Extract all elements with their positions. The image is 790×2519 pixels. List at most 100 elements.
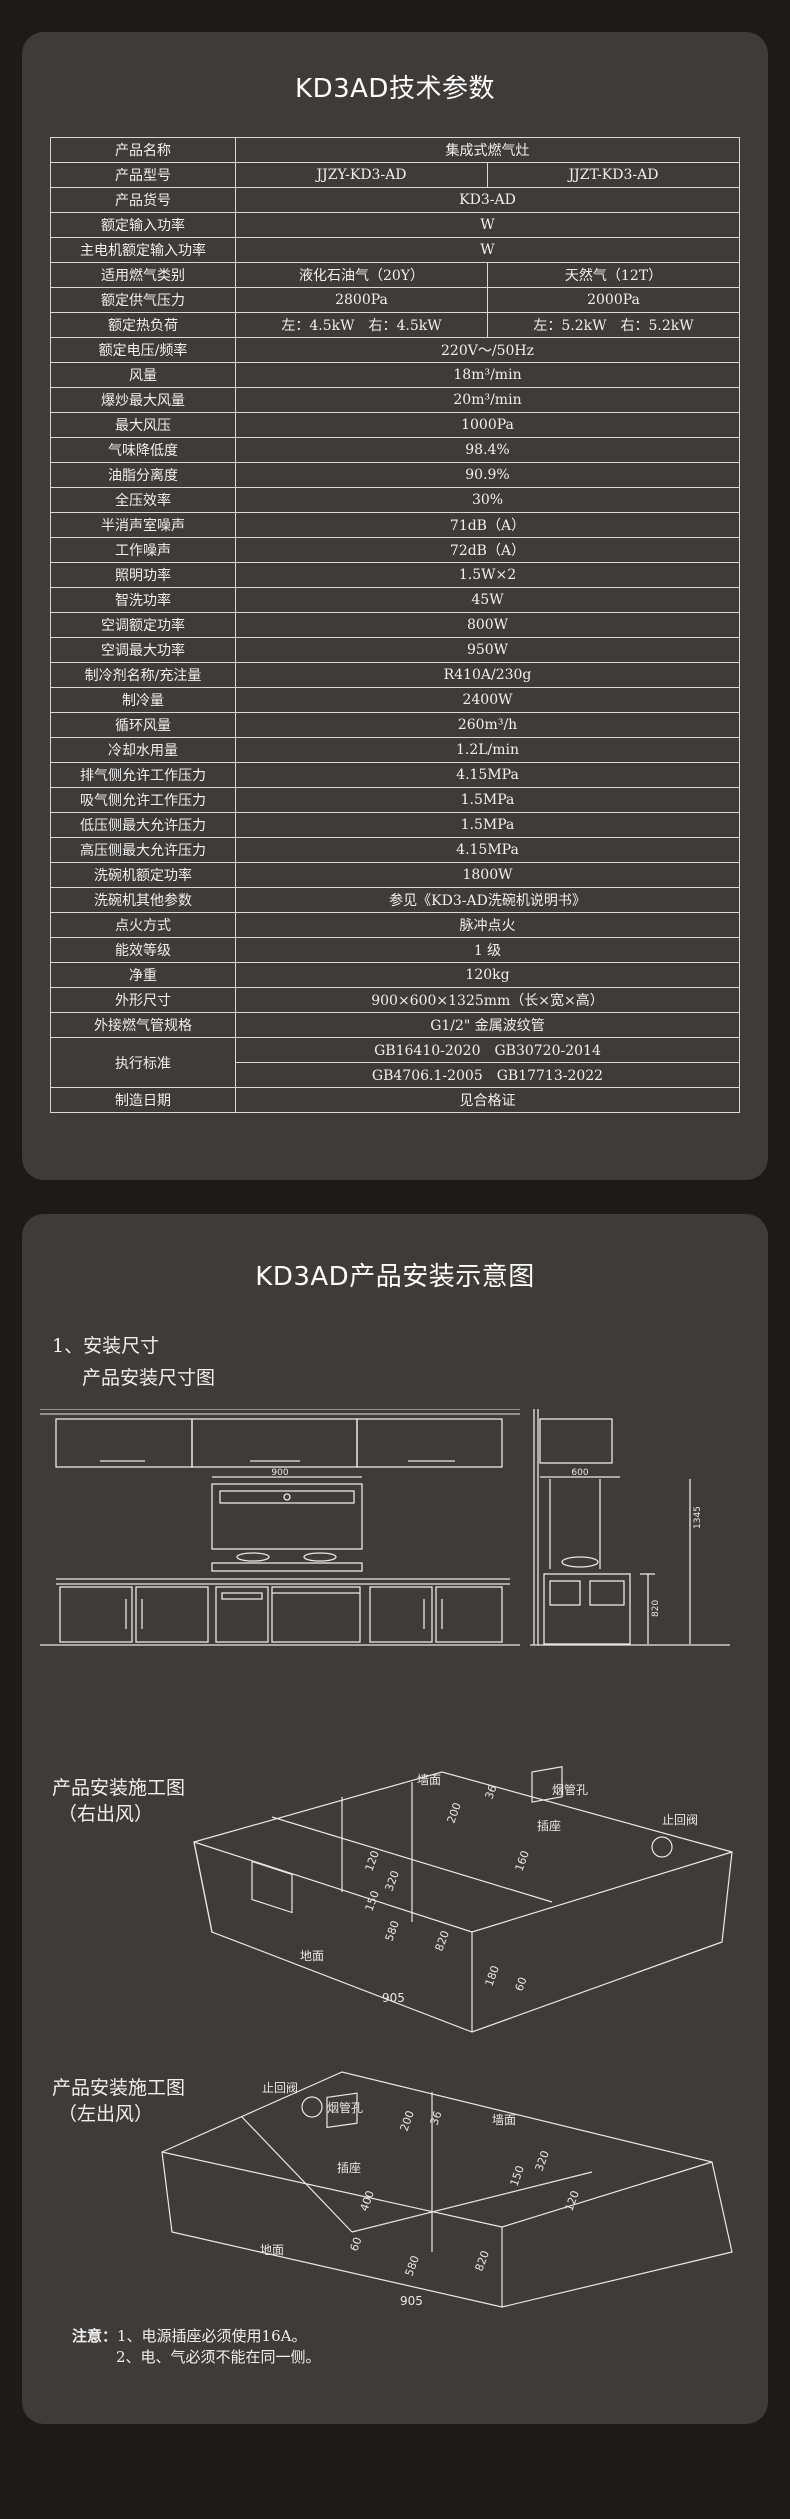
spec-key: 产品型号	[50, 162, 236, 188]
right-dim-905: 905	[382, 1991, 405, 2005]
cooker-cabinet	[271, 1586, 361, 1643]
spec-key: 外接燃气管规格	[50, 1012, 236, 1038]
spec-value: 2400W	[235, 687, 740, 713]
spec-key: 主电机额定输入功率	[50, 237, 236, 263]
spec-value: 800W	[235, 612, 740, 638]
spec-key: 空调最大功率	[50, 637, 236, 663]
spec-value: 90.9%	[235, 462, 740, 488]
left-wall-label: 墙面	[492, 2113, 516, 2127]
spec-value: R410A/230g	[235, 662, 740, 688]
spec-row: 适用燃气类别液化石油气（20Y）天然气（12T）	[50, 262, 740, 288]
depth-dimension-label: 600	[571, 1468, 588, 1478]
spec-value: 1.5MPa	[235, 787, 740, 813]
right-valve-label: 止回阀	[662, 1813, 698, 1827]
spec-key: 照明功率	[50, 562, 236, 588]
spec-value: 左：4.5kW 右：4.5kW	[235, 312, 488, 338]
right-dim-150: 150	[363, 1889, 382, 1913]
burner-left	[236, 1552, 270, 1562]
spec-value: 30%	[235, 487, 740, 513]
spec-value: 2800Pa	[235, 287, 488, 313]
front-elevation-drawing: 900	[40, 1409, 520, 1646]
spec-row-date: 制造日期见合格证	[50, 1087, 740, 1113]
spec-value: 71dB（A）	[235, 512, 740, 538]
left-dim-400: 400	[358, 2189, 377, 2213]
spec-value: 4.15MPa	[235, 837, 740, 863]
spec-key: 油脂分离度	[50, 462, 236, 488]
section-install-dimensions: 1、安装尺寸	[52, 1335, 160, 1357]
spec-key: 排气侧允许工作压力	[50, 762, 236, 788]
left-outlet-title: 产品安装施工图	[52, 2077, 186, 2099]
spec-key: 爆炒最大风量	[50, 387, 236, 413]
spec-key: 额定电压/频率	[50, 337, 236, 363]
left-dim-60: 60	[348, 2235, 365, 2253]
spec-value: KD3-AD	[235, 187, 740, 213]
base-cabinet-left	[59, 1586, 133, 1643]
note-1: 1、电源插座必须使用16A。	[117, 2327, 307, 2345]
spec-key: 额定输入功率	[50, 212, 236, 238]
left-outlet-drawing: 止回阀 烟管孔 插座 墙面 地面 200 36 150 320 120 400 …	[161, 2071, 733, 2308]
spec-value: 900×600×1325mm（长×宽×高）	[235, 987, 740, 1013]
spec-key: 全压效率	[50, 487, 236, 513]
spec-key: 额定热负荷	[50, 312, 236, 338]
left-dim-120: 120	[563, 2189, 582, 2213]
spec-row-standard-2: GB4706.1-2005 GB17713-2022	[51, 1062, 740, 1088]
spec-value: 220V～/50Hz	[235, 337, 740, 363]
install-card: KD3AD产品安装示意图 1、安装尺寸 产品安装尺寸图 900	[22, 1214, 768, 2424]
spec-key: 适用燃气类别	[50, 262, 236, 288]
spec-value: 4.15MPa	[235, 762, 740, 788]
height-dimension-label: 1345	[693, 1506, 703, 1529]
left-floor-label: 地面	[260, 2243, 284, 2257]
spec-key: 制冷量	[50, 687, 236, 713]
spec-key: 智洗功率	[50, 587, 236, 613]
spec-value: 72dB（A）	[235, 537, 740, 563]
left-dim-820: 820	[473, 2249, 492, 2273]
right-dim-200: 200	[445, 1801, 464, 1825]
right-outlet-subtitle: （右出风）	[58, 1803, 154, 1825]
spec-value: 参见《KD3-AD洗碗机说明书》	[235, 887, 740, 913]
spec-key: 能效等级	[50, 937, 236, 963]
spec-key: 吸气侧允许工作压力	[50, 787, 236, 813]
base-cabinet-right	[369, 1586, 433, 1643]
right-floor-label: 地面	[300, 1949, 324, 1963]
spec-key: 低压侧最大允许压力	[50, 812, 236, 838]
spec-value: 18m³/min	[235, 362, 740, 388]
spec-key: 点火方式	[50, 912, 236, 938]
spec-key: 额定供气压力	[50, 287, 236, 313]
spec-key: 冷却水用量	[50, 737, 236, 763]
right-dim-120: 120	[363, 1849, 382, 1873]
counter-dimension-label: 820	[651, 1600, 661, 1617]
spec-key: 净重	[50, 962, 236, 988]
right-dim-320: 320	[383, 1869, 402, 1893]
note-2: 2、电、气必须不能在同一侧。	[116, 2348, 321, 2366]
spec-value: 20m³/min	[235, 387, 740, 413]
spec-value: G1/2" 金属波纹管	[235, 1012, 740, 1038]
spec-key: 最大风压	[50, 412, 236, 438]
spec-value: 260m³/h	[235, 712, 740, 738]
left-dim-36: 36	[428, 2109, 445, 2127]
right-dim-180: 180	[483, 1964, 502, 1988]
burner-right	[303, 1552, 337, 1562]
left-socket-label: 插座	[337, 2160, 361, 2175]
right-outlet-title: 产品安装施工图	[52, 1777, 186, 1799]
range-hood	[211, 1483, 363, 1550]
